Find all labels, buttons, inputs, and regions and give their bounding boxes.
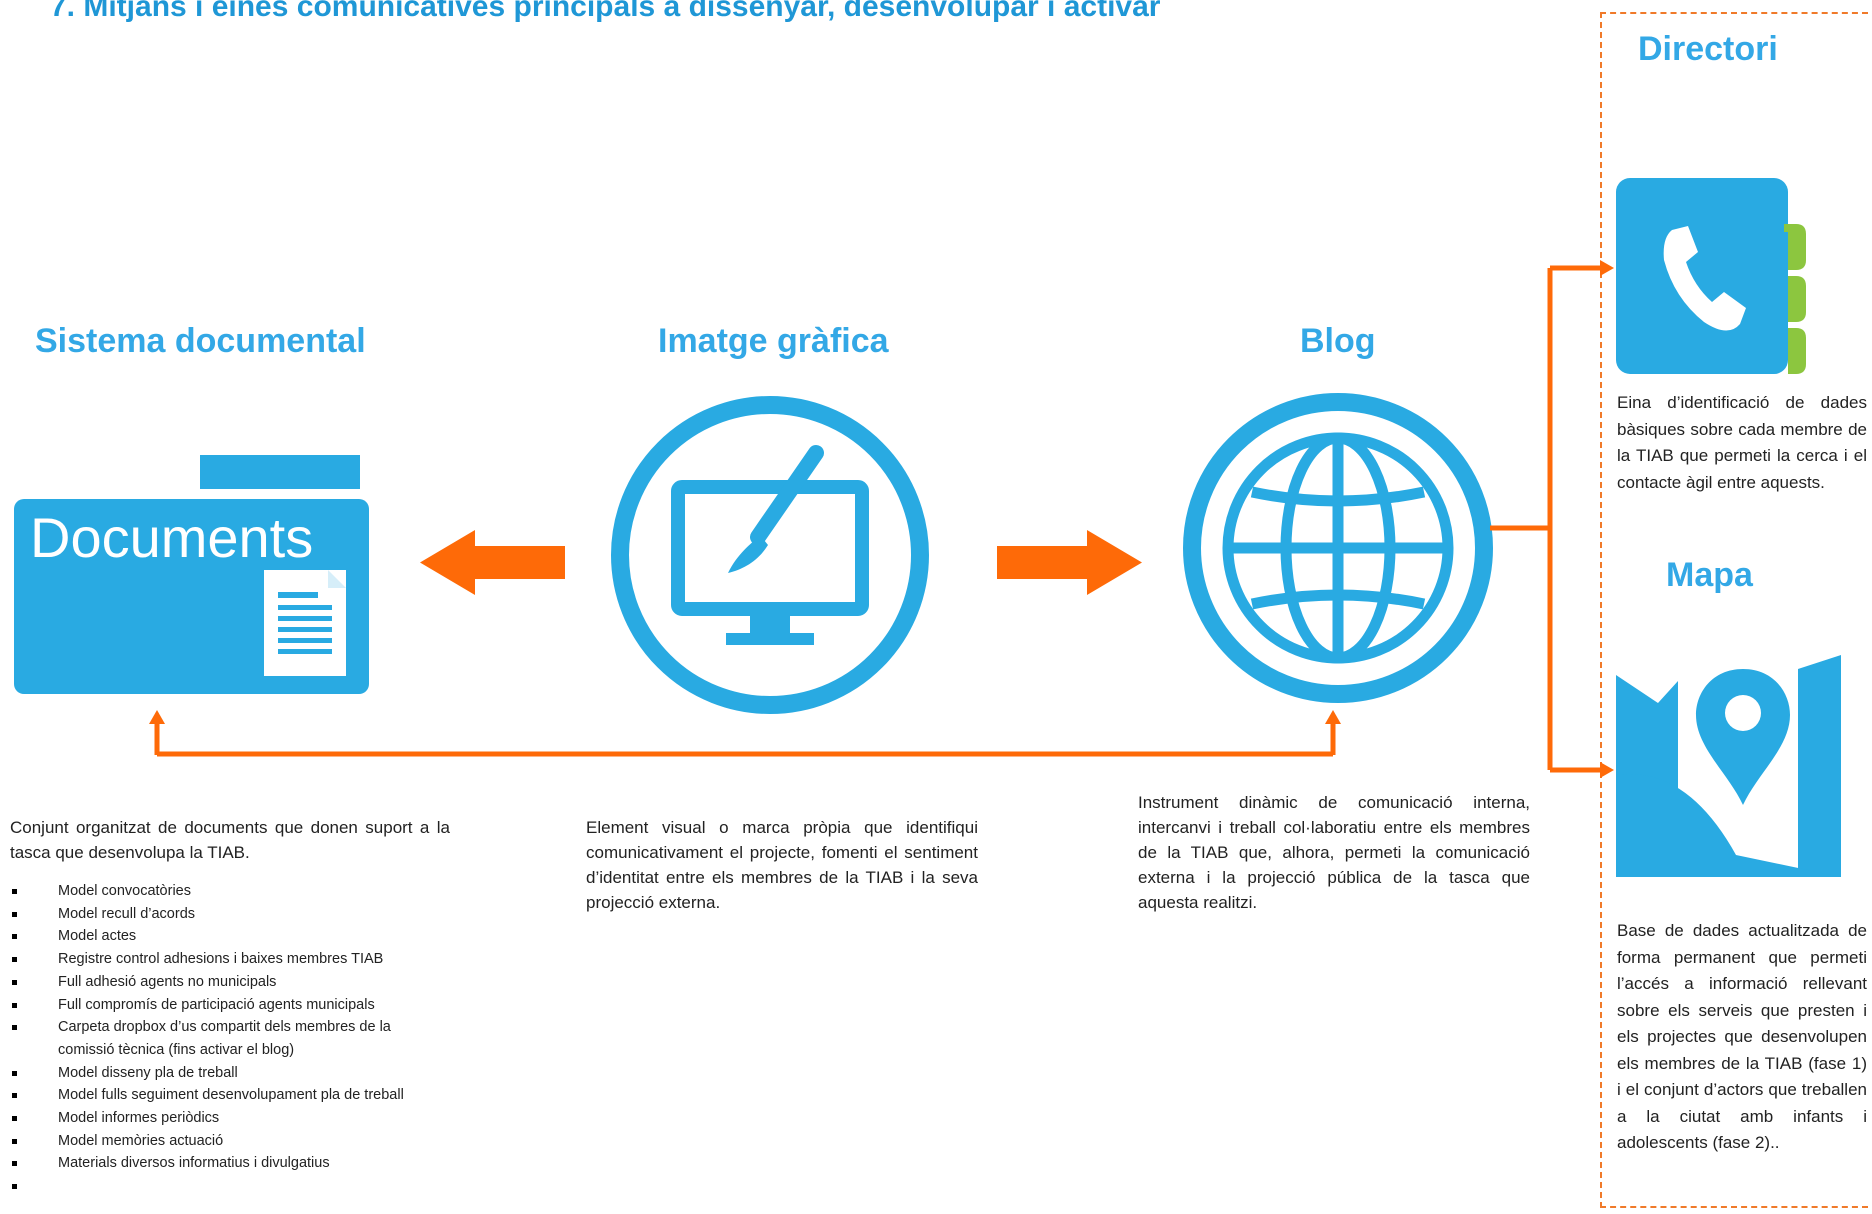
- mapa-heading: Mapa: [1666, 556, 1753, 594]
- monitor-brush-icon: [611, 396, 929, 714]
- list-item: Model fulls seguiment desenvolupament pl…: [10, 1084, 450, 1107]
- connector-blog-directori-mapa: [1490, 260, 1614, 778]
- list-item: Model memòries actuació: [10, 1130, 450, 1153]
- folder-label: Documents: [30, 506, 314, 569]
- imatge-grafica-heading: Imatge gràfica: [658, 322, 889, 360]
- blog-description: Instrument dinàmic de comunicació intern…: [1138, 793, 1530, 912]
- map-pin-icon: [1616, 655, 1841, 877]
- arrow-left-icon: [420, 530, 565, 595]
- documents-list: Model convocatòries Model recull d’acord…: [10, 880, 450, 1190]
- sistema-documental-heading: Sistema documental: [35, 322, 366, 360]
- imatge-grafica-description: Element visual o marca pròpia que identi…: [586, 818, 978, 912]
- list-item: Model disseny pla de treball: [10, 1062, 450, 1085]
- mapa-description: Base de dades actualitzada de forma perm…: [1617, 921, 1867, 1152]
- directori-heading: Directori: [1638, 30, 1778, 68]
- list-item: Full compromís de participació agents mu…: [10, 994, 450, 1017]
- list-item: Model actes: [10, 925, 450, 948]
- list-item: Materials diversos informatius i divulga…: [10, 1152, 450, 1175]
- phone-book-icon: [1616, 178, 1806, 374]
- list-item: Model informes periòdics: [10, 1107, 450, 1130]
- blog-heading: Blog: [1300, 322, 1376, 360]
- list-item: Model recull d’acords: [10, 903, 450, 926]
- sistema-documental-description: Conjunt organitzat de documents que done…: [10, 818, 450, 862]
- list-item: Model convocatòries: [10, 880, 450, 903]
- list-item: Full adhesió agents no municipals: [10, 971, 450, 994]
- list-item: Carpeta dropbox d’us compartit dels memb…: [10, 1016, 450, 1061]
- folder-icon: [14, 455, 369, 694]
- globe-icon: [1183, 393, 1493, 703]
- arrow-right-icon: [997, 530, 1142, 595]
- directori-description: Eina d’identificació de dades bàsiques s…: [1617, 393, 1867, 492]
- page-title: 7. Mitjans i eines comunicatives princip…: [50, 0, 1161, 23]
- connector-docs-blog: [149, 710, 1341, 757]
- directori-panel: [1600, 12, 1868, 1208]
- list-item: Registre control adhesions i baixes memb…: [10, 948, 450, 971]
